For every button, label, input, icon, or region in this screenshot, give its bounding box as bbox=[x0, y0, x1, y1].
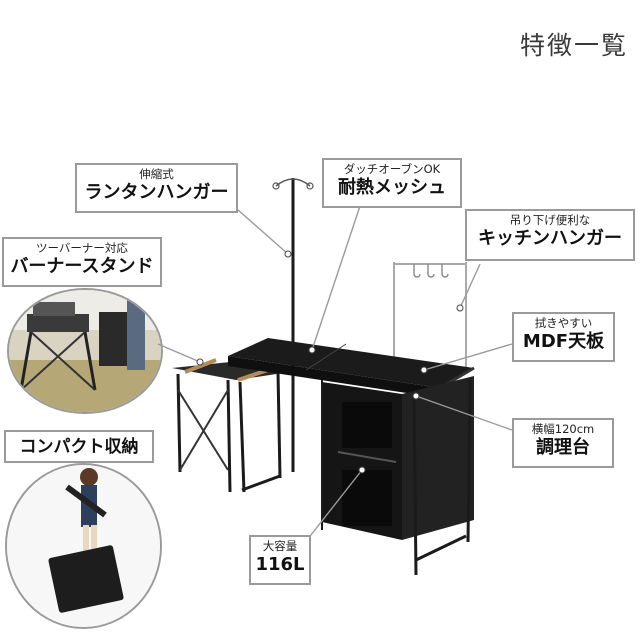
callout-width-sub: 横幅120cm bbox=[531, 422, 595, 436]
callout-mdf-main: MDF天板 bbox=[522, 330, 605, 352]
page-heading: 特徴一覧 bbox=[519, 31, 628, 60]
callout-mdf-sub: 拭きやすい bbox=[534, 316, 593, 330]
burner-stand-photo bbox=[7, 288, 163, 414]
callout-kitchen-hanger-sub: 吊り下げ便利な bbox=[509, 213, 591, 227]
callout-burner-main: バーナースタンド bbox=[10, 255, 154, 277]
callout-compact-storage: コンパクト収納 bbox=[4, 430, 154, 463]
callout-kitchen-hanger-main: キッチンハンガー bbox=[478, 227, 622, 249]
callout-capacity: 大容量 116L bbox=[249, 535, 311, 585]
callout-lantern-sub: 伸縮式 bbox=[139, 167, 174, 181]
callout-capacity-sub: 大容量 bbox=[262, 539, 298, 553]
callout-capacity-main: 116L bbox=[255, 553, 305, 575]
callout-width: 横幅120cm 調理台 bbox=[512, 418, 614, 468]
callout-kitchen-hanger: 吊り下げ便利な キッチンハンガー bbox=[465, 209, 635, 261]
callout-burner-stand: ツーバーナー対応 バーナースタンド bbox=[2, 237, 162, 287]
callout-compact-main: コンパクト収納 bbox=[19, 437, 139, 457]
compact-storage-photo bbox=[5, 463, 162, 629]
callout-lantern-hanger: 伸縮式 ランタンハンガー bbox=[75, 163, 238, 213]
callout-mesh-main: 耐熱メッシュ bbox=[338, 176, 446, 198]
callout-heat-mesh: ダッチオーブンOK 耐熱メッシュ bbox=[322, 158, 462, 208]
callout-mesh-sub: ダッチオーブンOK bbox=[343, 162, 441, 176]
callout-burner-sub: ツーバーナー対応 bbox=[36, 241, 128, 255]
callout-lantern-main: ランタンハンガー bbox=[84, 181, 229, 203]
callout-width-main: 調理台 bbox=[536, 436, 590, 458]
callout-mdf-top: 拭きやすい MDF天板 bbox=[512, 312, 615, 362]
